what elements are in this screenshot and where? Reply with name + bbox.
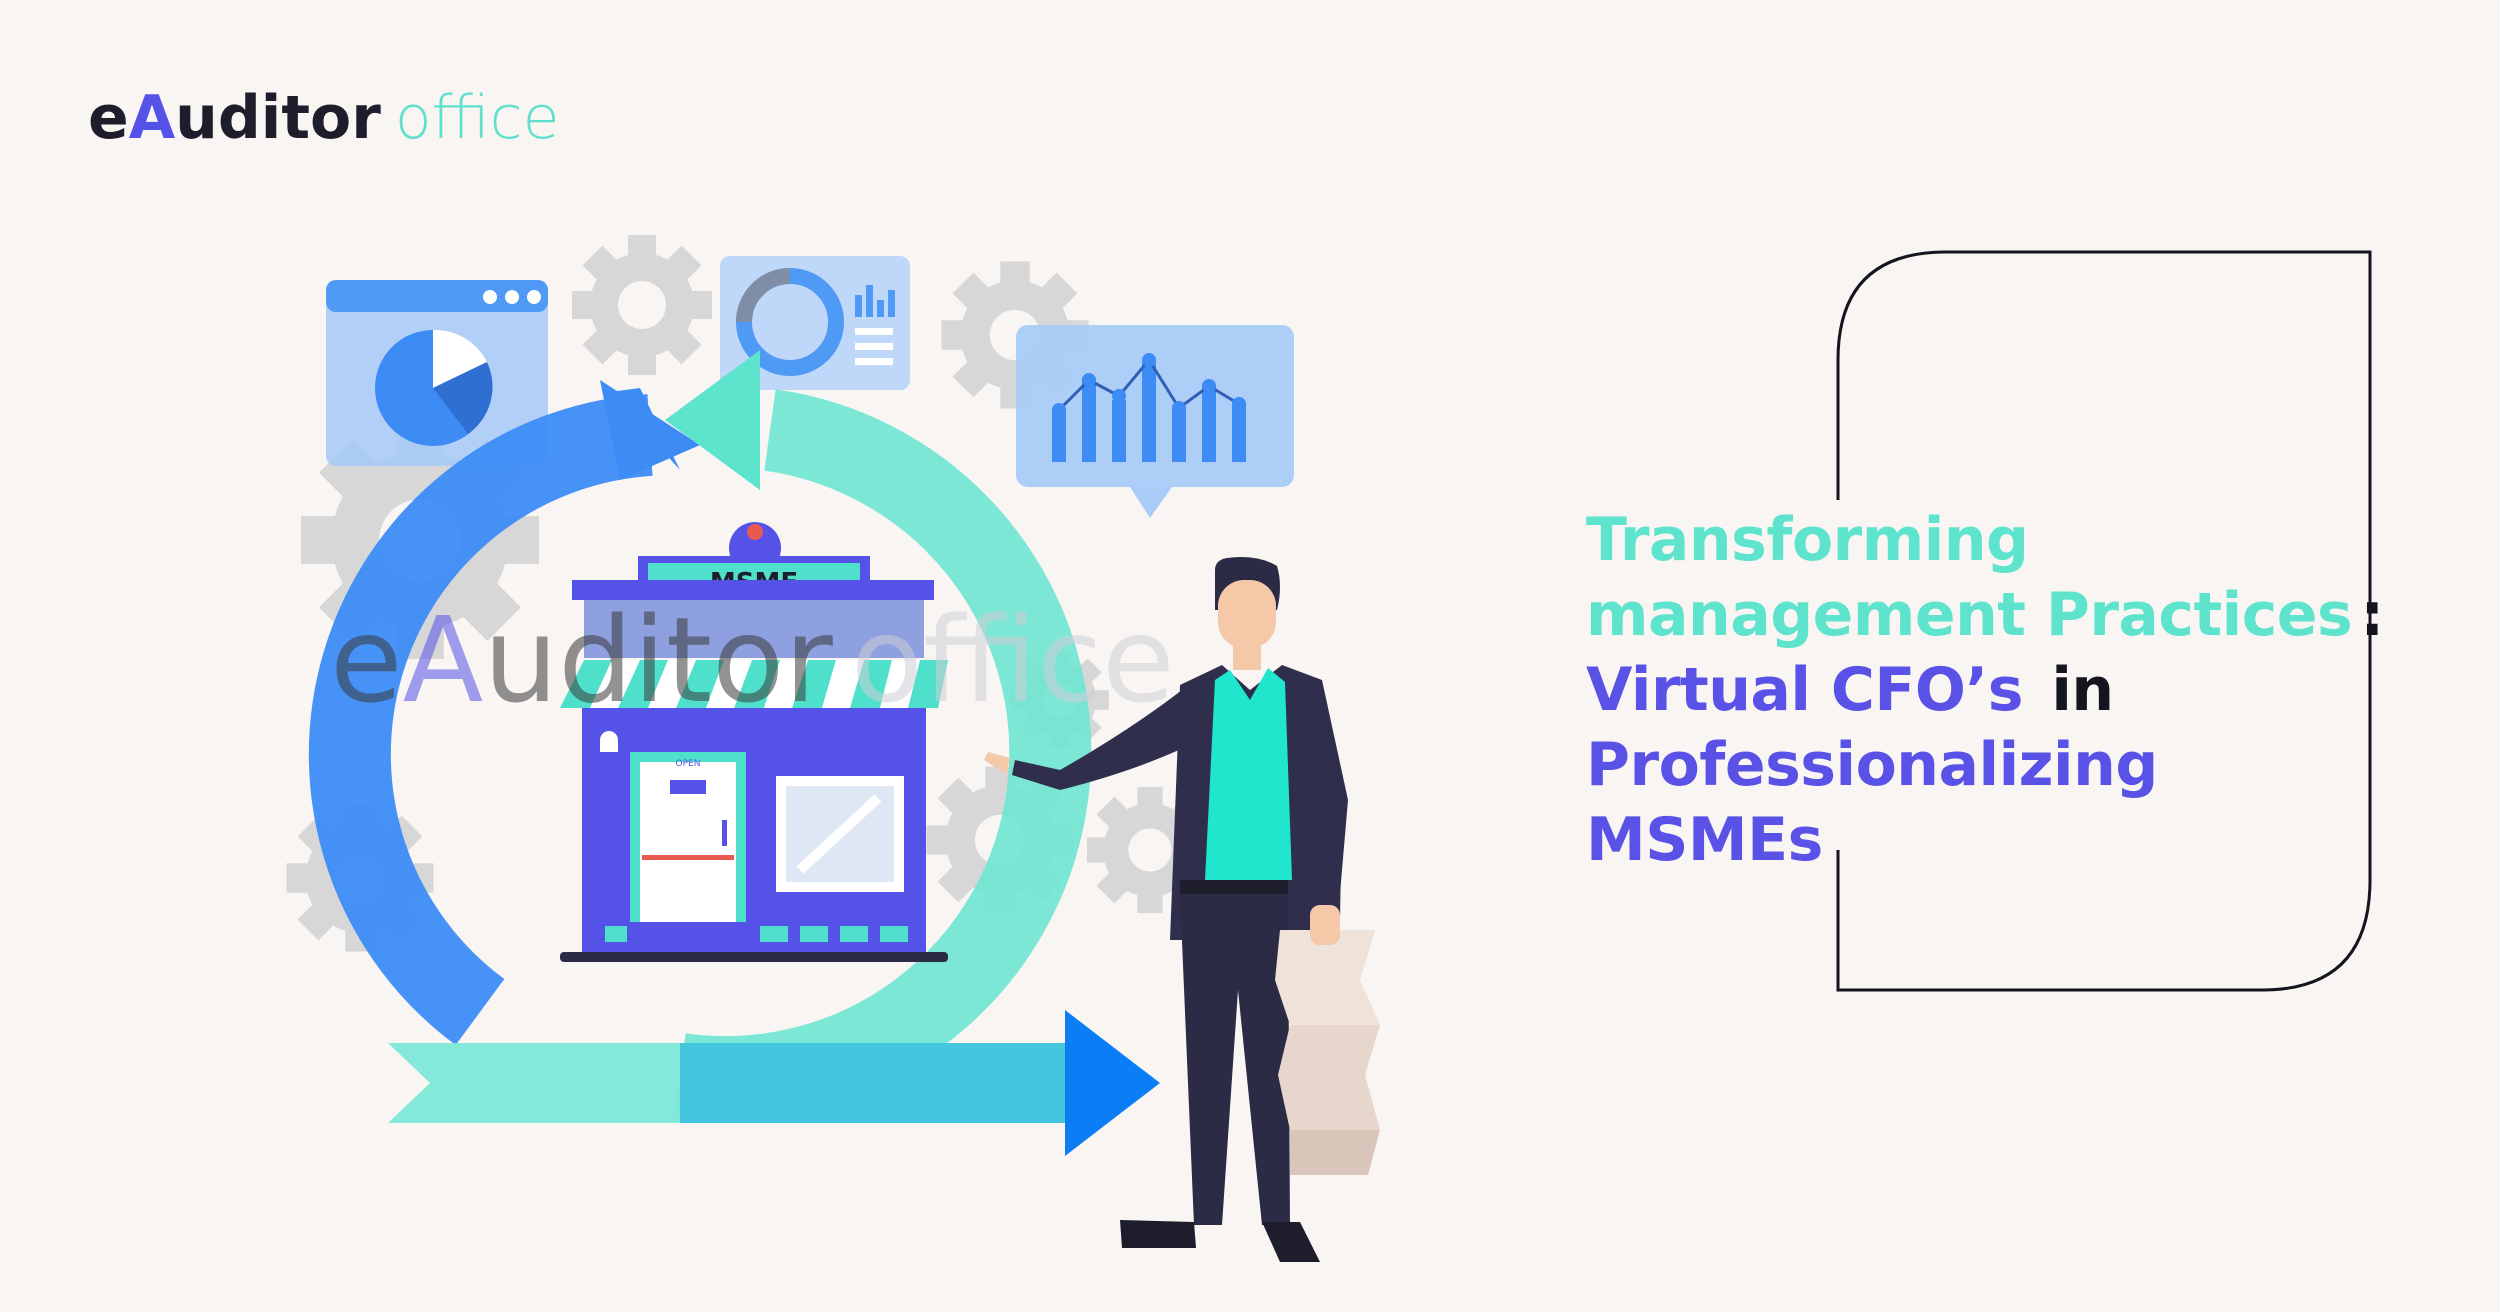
donut-chart-card-icon <box>720 256 910 390</box>
logo-office: office <box>394 83 560 153</box>
blue-cycle-arrow-icon <box>308 380 700 1045</box>
documents-icon <box>1275 930 1380 1175</box>
headline-frame <box>1836 250 2372 992</box>
watermark-office: office <box>850 591 1175 729</box>
watermark-uditor: uditor <box>483 591 833 729</box>
businessman-icon <box>984 557 1380 1262</box>
msme-illustration: MSME OPEN <box>286 235 1380 1262</box>
watermark-a: A <box>402 591 484 729</box>
headline-line-5: MSMEs <box>1586 803 2406 878</box>
door-sign-text: OPEN <box>676 759 701 769</box>
watermark-e: e <box>330 591 403 729</box>
bottom-arrow-icon <box>388 1010 1160 1156</box>
headline-line-2: management Practices: <box>1586 580 2384 650</box>
headline-line-3: Virtual CFO’s in <box>1586 655 2114 725</box>
headline-line-4: Professionalizing <box>1586 728 2406 803</box>
logo-uditor: uditor <box>175 83 381 153</box>
pie-chart-window-icon <box>326 280 548 466</box>
headline: Transforming management Practices: Virtu… <box>1586 503 2406 878</box>
msme-store-icon: MSME OPEN <box>560 522 948 962</box>
bar-chart-bubble-icon <box>1016 325 1294 518</box>
headline-line-1: Transforming <box>1586 503 2406 578</box>
logo-a: A <box>128 83 176 153</box>
logo-e: e <box>88 83 129 153</box>
gear-icon <box>572 235 712 375</box>
